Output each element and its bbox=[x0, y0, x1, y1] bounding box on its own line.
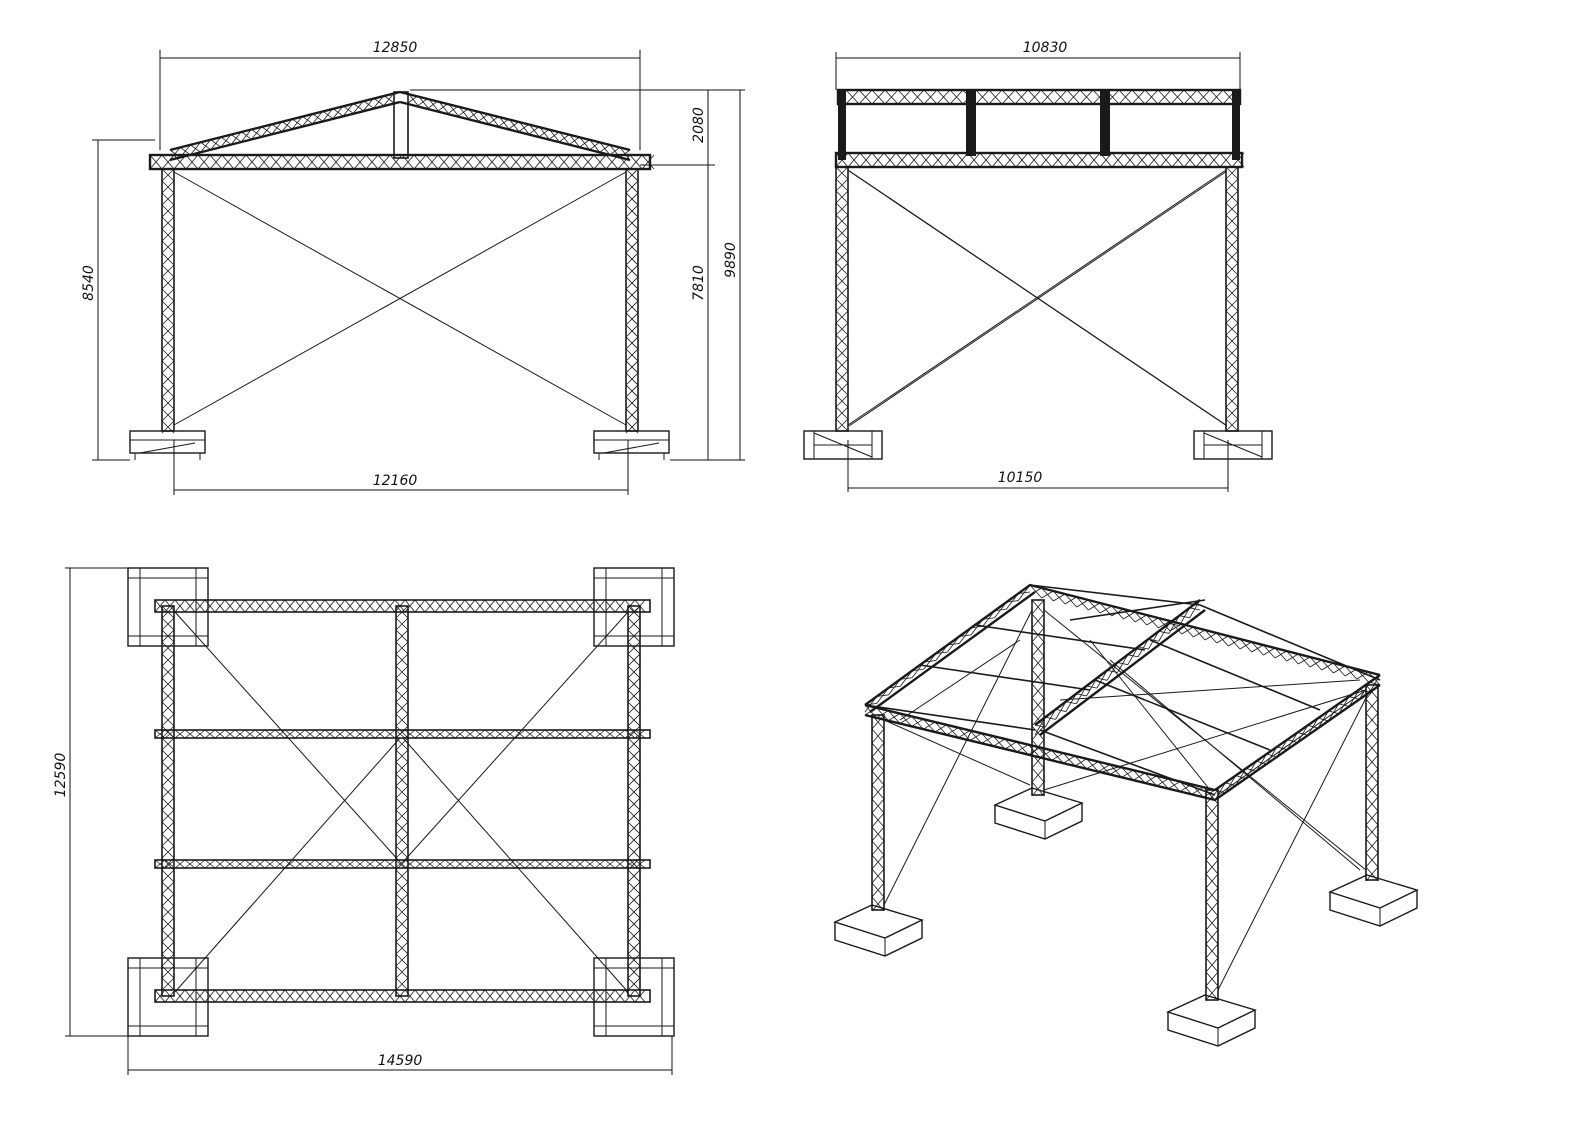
front-top-width-dimension: 12850 bbox=[159, 40, 641, 150]
side-left-base bbox=[803, 430, 883, 460]
front-eave-beam bbox=[148, 153, 655, 171]
plan-depth-label: 12590 bbox=[53, 753, 69, 798]
plan-base-top-right bbox=[593, 567, 675, 647]
front-column-height-label: 8540 bbox=[81, 265, 97, 301]
front-cross-bracing bbox=[173, 171, 627, 426]
front-left-base bbox=[129, 430, 206, 460]
side-right-column bbox=[1225, 166, 1239, 432]
front-elevation-view: 12850 12160 8540 2080 7810 98 bbox=[81, 40, 745, 495]
iso-columns bbox=[871, 599, 1379, 1001]
side-roof-truss bbox=[836, 88, 1242, 160]
iso-bracing bbox=[883, 609, 1371, 991]
plan-base-bottom-left bbox=[127, 957, 209, 1037]
isometric-view bbox=[833, 583, 1419, 1047]
front-top-width-label: 12850 bbox=[373, 40, 418, 56]
front-right-base bbox=[593, 430, 670, 460]
front-eave-height-dimension: 7810 bbox=[670, 165, 745, 461]
side-bottom-width-dimension: 10150 bbox=[847, 440, 1229, 492]
iso-roof-frame bbox=[864, 583, 1381, 802]
front-left-column bbox=[161, 168, 175, 434]
plan-view: 14590 12590 bbox=[53, 567, 675, 1075]
front-column-height-dimension: 8540 bbox=[81, 139, 155, 461]
side-elevation-view: 10830 10150 bbox=[803, 40, 1273, 492]
plan-depth-dimension: 12590 bbox=[53, 567, 128, 1037]
iso-bases bbox=[833, 787, 1419, 1047]
side-top-width-dimension: 10830 bbox=[835, 40, 1241, 90]
side-cross-bracing bbox=[847, 169, 1228, 427]
front-right-column bbox=[625, 168, 639, 434]
plan-width-dimension: 14590 bbox=[127, 1036, 673, 1075]
front-eave-height-label: 7810 bbox=[691, 265, 707, 301]
plan-vertical-beams bbox=[161, 605, 641, 997]
plan-base-top-left bbox=[127, 567, 209, 647]
front-total-height-label: 9890 bbox=[723, 242, 739, 278]
plan-diagonal-bracing bbox=[174, 611, 629, 993]
front-total-height-dimension: 9890 bbox=[715, 89, 745, 460]
front-bottom-width-dimension: 12160 bbox=[173, 440, 629, 495]
side-bottom-width-label: 10150 bbox=[998, 470, 1043, 486]
front-roof-truss bbox=[169, 90, 631, 162]
side-top-width-label: 10830 bbox=[1023, 40, 1068, 56]
plan-horizontal-beams bbox=[154, 599, 651, 1003]
plan-base-bottom-right bbox=[593, 957, 675, 1037]
front-roof-rise-label: 2080 bbox=[691, 107, 707, 143]
side-eave-beam bbox=[834, 151, 1245, 169]
front-roof-rise-dimension: 2080 bbox=[410, 89, 715, 166]
plan-width-label: 14590 bbox=[378, 1053, 423, 1069]
side-left-column bbox=[835, 166, 849, 432]
front-bottom-width-label: 12160 bbox=[373, 473, 418, 489]
side-right-base bbox=[1193, 430, 1273, 460]
